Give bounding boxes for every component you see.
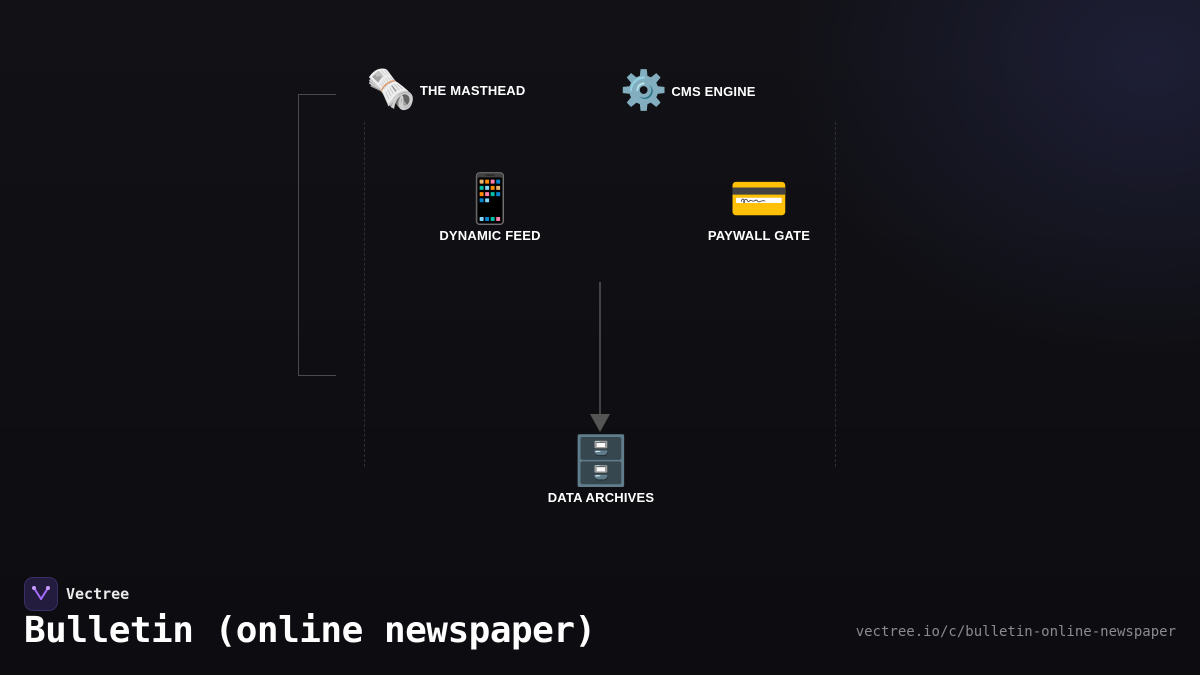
node-paywall-gate[interactable]: 💳 PAYWALL GATE — [707, 173, 811, 244]
node-dynamic-feed[interactable]: 📱 DYNAMIC FEED — [439, 173, 541, 244]
node-cms-engine[interactable]: ⚙️ CMS ENGINE — [620, 72, 756, 110]
node-label-paywall-gate: PAYWALL GATE — [707, 228, 811, 243]
credit-card-icon: 💳 — [729, 173, 789, 226]
dashed-guide-right — [835, 122, 836, 467]
vectree-logo-icon — [24, 577, 58, 611]
newspaper-icon: 🗞️ — [366, 68, 416, 112]
node-masthead[interactable]: 🗞️ THE MASTHEAD — [366, 70, 526, 110]
node-label-cms-engine: CMS ENGINE — [671, 83, 756, 99]
page-url[interactable]: vectree.io/c/bulletin-online-newspaper — [855, 624, 1176, 640]
brand-name: Vectree — [66, 585, 130, 603]
file-cabinet-icon: 🗄️ — [571, 435, 631, 488]
arrow-to-archives — [590, 282, 610, 432]
arrow-head — [590, 414, 610, 432]
node-label-data-archives: DATA ARCHIVES — [547, 490, 655, 505]
gear-icon: ⚙️ — [620, 70, 668, 112]
page-title: Bulletin (online newspaper) — [24, 610, 596, 651]
node-label-dynamic-feed: DYNAMIC FEED — [439, 228, 541, 243]
node-label-masthead: THE MASTHEAD — [419, 82, 526, 98]
group-bracket — [298, 94, 336, 376]
dashed-guide-left — [364, 122, 365, 467]
node-data-archives[interactable]: 🗄️ DATA ARCHIVES — [547, 435, 655, 506]
brand[interactable]: Vectree — [24, 577, 129, 611]
mobile-phone-icon: 📱 — [460, 173, 520, 226]
